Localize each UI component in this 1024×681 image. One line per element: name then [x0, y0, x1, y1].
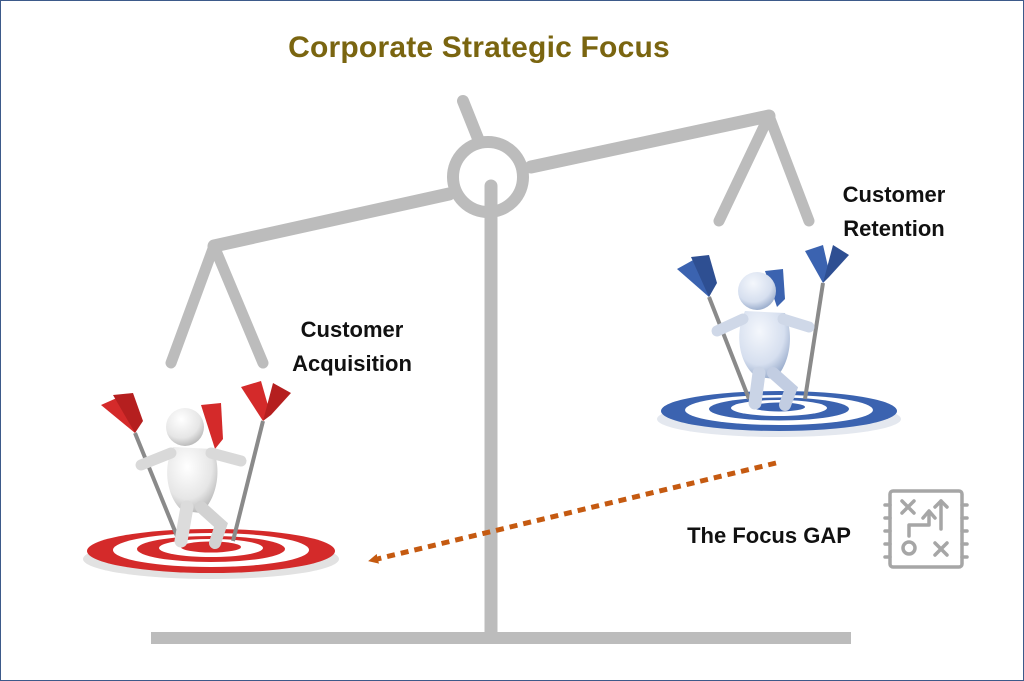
acquisition-label-line1: Customer [300, 317, 404, 342]
beam-right [524, 109, 776, 174]
balance-scale [151, 95, 851, 644]
beam-left [207, 187, 456, 253]
acquisition-figure-icon [83, 381, 339, 579]
left-pan-string-a [165, 240, 220, 369]
retention-label-line2: Retention [843, 216, 945, 241]
acquisition-label-line2: Acquisition [292, 351, 412, 376]
customer-acquisition-label: Customer Acquisition [269, 313, 435, 381]
scale-pivot [447, 136, 529, 218]
scale-pointer [457, 95, 485, 147]
right-pan-string-a [713, 110, 775, 227]
retention-figure-icon [657, 245, 901, 437]
left-pan-string-b [208, 240, 269, 369]
focus-gap-label: The Focus GAP [687, 523, 851, 548]
customer-retention-label: Customer Retention [816, 178, 972, 246]
page-title: Corporate Strategic Focus [288, 31, 670, 64]
right-pan-string-b [763, 110, 815, 227]
retention-label-line1: Customer [842, 182, 946, 207]
strategy-plan-icon [883, 489, 969, 569]
